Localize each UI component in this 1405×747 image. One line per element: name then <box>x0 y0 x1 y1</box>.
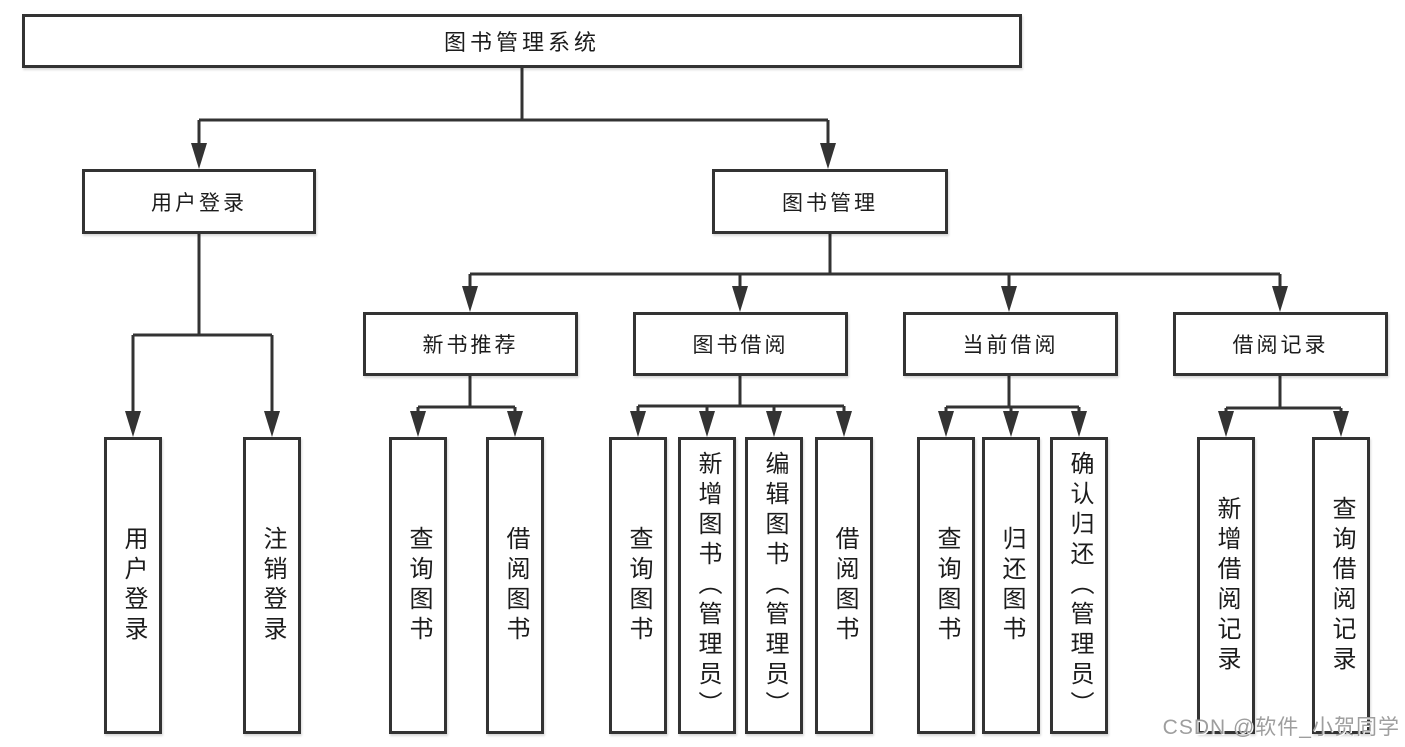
leaf-bb-edit-books-admin: 编辑图书（管理员） <box>745 437 803 734</box>
leaf-br-query-record: 查询借阅记录 <box>1312 437 1370 734</box>
leaf-cb-confirm-return-admin: 确认归还（管理员） <box>1050 437 1108 734</box>
leaf-nb-borrow-books: 借阅图书 <box>486 437 544 734</box>
leaf-br-add-record: 新增借阅记录 <box>1197 437 1255 734</box>
node-user-login: 用户登录 <box>82 169 316 234</box>
leaf-cb-query-books: 查询图书 <box>917 437 975 734</box>
leaf-bb-add-books-admin: 新增图书（管理员） <box>678 437 736 734</box>
node-new-book-recommend: 新书推荐 <box>363 312 578 376</box>
watermark: CSDN @软件_小贺同学 <box>1162 716 1400 739</box>
node-current-borrow: 当前借阅 <box>903 312 1118 376</box>
node-borrow-records: 借阅记录 <box>1173 312 1388 376</box>
node-book-management: 图书管理 <box>712 169 948 234</box>
node-root: 图书管理系统 <box>22 14 1022 68</box>
leaf-nb-query-books: 查询图书 <box>389 437 447 734</box>
arrowheads <box>125 143 1349 437</box>
leaf-cb-return-books: 归还图书 <box>982 437 1040 734</box>
leaf-logout: 注销登录 <box>243 437 301 734</box>
leaf-bb-query-books: 查询图书 <box>609 437 667 734</box>
node-book-borrow: 图书借阅 <box>633 312 848 376</box>
leaf-bb-borrow-books: 借阅图书 <box>815 437 873 734</box>
leaf-user-login: 用户登录 <box>104 437 162 734</box>
